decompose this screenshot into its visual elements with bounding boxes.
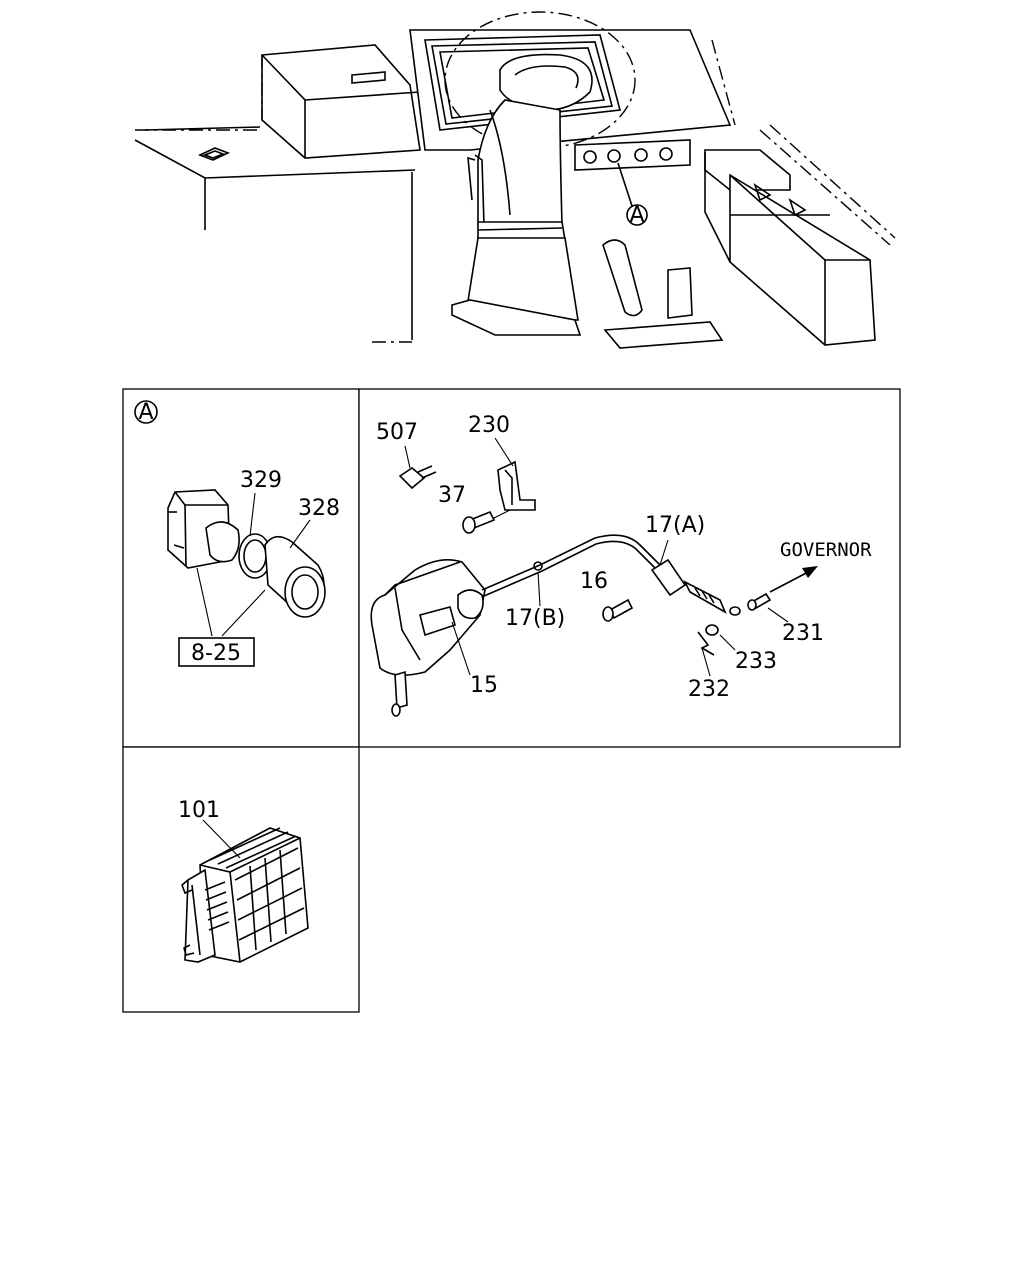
label-8-25: 8-25 — [191, 641, 241, 666]
control-unit-illustration — [181, 819, 309, 963]
label-17b: 17(B) — [505, 606, 565, 631]
overview-callout-a: A — [629, 203, 644, 228]
label-governor: GOVERNOR — [780, 539, 872, 561]
label-329: 329 — [240, 468, 282, 493]
label-8-25-box — [178, 637, 255, 667]
label-507: 507 — [376, 420, 418, 445]
cab-overview-illustration — [134, 11, 896, 349]
label-231: 231 — [782, 621, 824, 646]
label-230: 230 — [468, 413, 510, 438]
label-328: 328 — [298, 496, 340, 521]
label-16: 16 — [580, 569, 608, 594]
label-233: 233 — [735, 649, 777, 674]
label-37: 37 — [438, 483, 466, 508]
label-101: 101 — [178, 798, 220, 823]
label-17a: 17(A) — [645, 513, 705, 538]
switch-assembly-illustration — [167, 489, 326, 637]
cable-assembly-illustration — [370, 437, 818, 717]
label-232: 232 — [688, 677, 730, 702]
detail-a-marker: A — [138, 400, 153, 425]
label-15: 15 — [470, 673, 498, 698]
detail-a-marker-circle — [134, 400, 158, 424]
